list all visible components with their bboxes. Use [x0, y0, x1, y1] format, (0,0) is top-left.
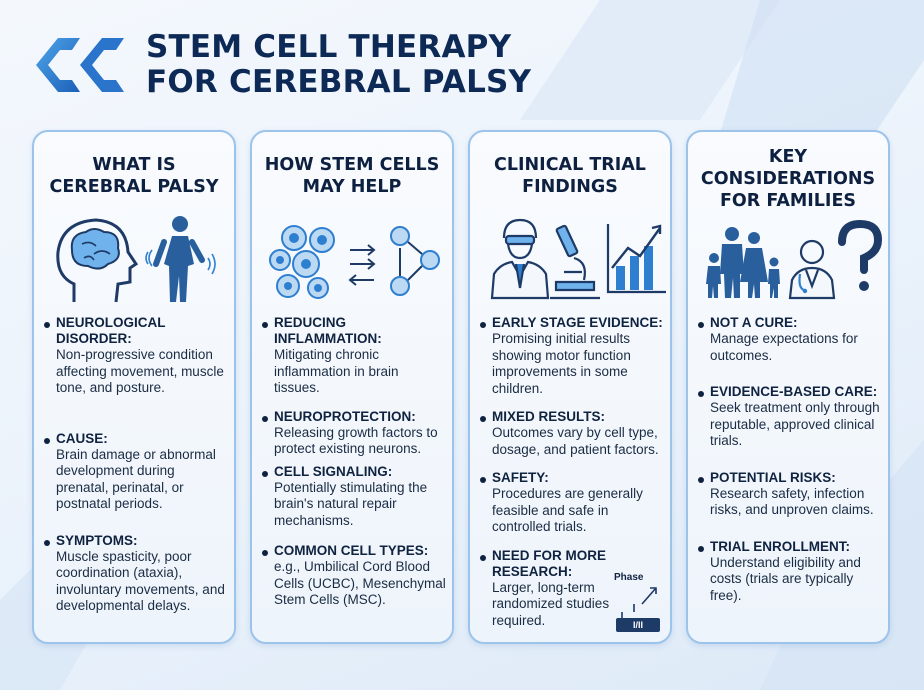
list-item: POTENTIAL RISKS: Research safety, infect… — [698, 470, 884, 519]
points-list: EARLY STAGE EVIDENCE: Promising initial … — [480, 315, 666, 645]
scientist-icon — [490, 218, 550, 300]
card-illustration — [56, 216, 216, 303]
phase-label: Phase — [614, 572, 644, 583]
list-item: TRIAL ENROLLMENT: Understand eligibility… — [698, 539, 884, 605]
card-what-is-cerebral-palsy: WHAT IS CEREBRAL PALSY NEUROLOGICAL DISO… — [32, 130, 236, 644]
list-item: NEED FOR MORE RESEARCH: Larger, long-ter… — [480, 548, 666, 630]
card-title: CLINICAL TRIAL FINDINGS — [494, 155, 646, 197]
card-illustration — [269, 225, 440, 299]
cell-signaling-icon — [348, 226, 440, 296]
title-line-2: FOR CEREBRAL PALSY — [146, 64, 532, 100]
list-item: NEUROLOGICAL DISORDER: Non-progressive c… — [44, 315, 230, 397]
microscope-icon — [550, 224, 600, 300]
phase-arrow-icon — [621, 587, 657, 618]
list-item: REDUCING INFLAMMATION: Mitigating chroni… — [262, 315, 448, 397]
card-illustration — [490, 218, 666, 300]
list-item: EVIDENCE-BASED CARE: Seek treatment only… — [698, 384, 884, 450]
card-title: HOW STEM CELLS MAY HELP — [264, 155, 440, 197]
doctor-icon — [788, 239, 836, 300]
card-key-considerations: KEY CONSIDERATIONS FOR FAMILIES NO — [686, 130, 890, 644]
person-movement-icon — [145, 216, 216, 302]
card-clinical-trial-findings: CLINICAL TRIAL FINDINGS EARLY S — [468, 130, 672, 644]
phase-box: I/II — [616, 618, 660, 632]
card-how-stem-cells-may-help: HOW STEM CELLS MAY HELP REDUCING INFLAMM… — [250, 130, 454, 644]
points-list: NEUROLOGICAL DISORDER: Non-progressive c… — [44, 315, 230, 631]
list-item: SAFETY: Procedures are generally feasibl… — [480, 470, 666, 536]
list-item: COMMON CELL TYPES: e.g., Umbilical Cord … — [262, 543, 448, 609]
logo-icon — [36, 38, 124, 92]
growth-chart-icon — [606, 224, 666, 294]
brain-head-icon — [56, 218, 139, 303]
list-item: CAUSE: Brain damage or abnormal developm… — [44, 431, 230, 513]
page-title: STEM CELL THERAPY FOR CEREBRAL PALSY — [146, 30, 531, 100]
phase-indicator: Phase I/II — [612, 572, 662, 632]
title-line-1: STEM CELL THERAPY — [146, 29, 512, 65]
card-illustration — [706, 219, 883, 300]
question-mark-icon — [838, 219, 883, 291]
card-title: KEY CONSIDERATIONS FOR FAMILIES — [700, 147, 876, 211]
list-item: NEUROPROTECTION: Releasing growth factor… — [262, 409, 448, 458]
list-item: CELL SIGNALING: Potentially stimulating … — [262, 464, 448, 530]
list-item: EARLY STAGE EVIDENCE: Promising initial … — [480, 315, 666, 397]
family-icon — [706, 227, 780, 298]
points-list: REDUCING INFLAMMATION: Mitigating chroni… — [262, 315, 448, 625]
list-item: SYMPTOMS: Muscle spasticity, poor coordi… — [44, 533, 230, 615]
stem-cells-icon — [269, 225, 335, 299]
list-item: MIXED RESULTS: Outcomes vary by cell typ… — [480, 409, 666, 458]
list-item: NOT A CURE: Manage expectations for outc… — [698, 315, 884, 364]
points-list: NOT A CURE: Manage expectations for outc… — [698, 315, 884, 620]
card-title: WHAT IS CEREBRAL PALSY — [49, 155, 219, 197]
